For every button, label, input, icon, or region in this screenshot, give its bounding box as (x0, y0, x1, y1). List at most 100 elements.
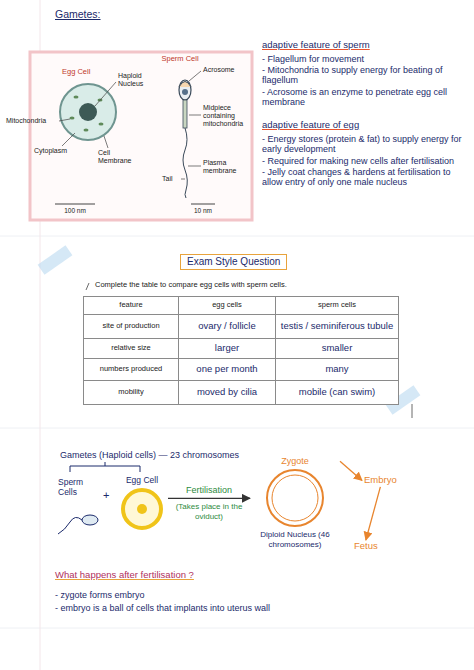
table-answer: testis / seminiferous tubule (281, 321, 393, 331)
margin-mark (86, 283, 89, 290)
table-cell: relative size (83, 338, 179, 359)
edge-label: Fertilisation (186, 485, 232, 495)
bullet-note: - embryo is a ball of cells that implant… (55, 603, 455, 613)
egg-cell-drawing (84, 129, 89, 132)
table-answer: moved by cilia (197, 387, 257, 397)
plus-sign: + (103, 489, 115, 502)
question-text: Complete the table to compare egg cells … (95, 281, 415, 290)
bullet-note: - Energy stores (protein & fat) to suppl… (262, 134, 467, 155)
zygote-drawing (250, 466, 340, 530)
margin-mark (412, 404, 413, 418)
part-label: Cell Membrane (98, 149, 136, 165)
sperm-cell-drawing (179, 80, 191, 100)
sperm-cell-drawing (179, 80, 191, 198)
notebook-lines (0, 236, 474, 237)
table-cell: feature (83, 296, 179, 315)
table-cell: egg cells (178, 296, 276, 315)
egg-cell-drawing (79, 103, 97, 121)
egg-nucleus (137, 504, 147, 514)
stage-label: Fetus (352, 540, 380, 553)
sperm-cell-drawing (183, 100, 187, 128)
photo-frame (30, 52, 252, 220)
egg-outline (123, 490, 161, 528)
part-label: Haploid Nucleus (118, 72, 152, 88)
part-label: Midpiece containing mitochondria (203, 104, 249, 128)
leader-line (104, 136, 108, 148)
page-heading: Gametes: (55, 8, 101, 20)
scale-bar (191, 204, 215, 205)
node-title: Zygote (250, 456, 340, 466)
table-cell: smaller (275, 338, 399, 359)
table-header-text: relative size (111, 344, 151, 352)
table-cell: testis / seminiferous tubule (275, 314, 399, 339)
table-header-text: sperm cells (318, 301, 356, 309)
section-heading: What happens after fertilisation ? (55, 570, 255, 581)
zygote-membrane (272, 475, 318, 521)
bullet-note: - Jelly coat changes & hardens at fertil… (262, 167, 467, 188)
table-cell: numbers produced (83, 358, 179, 381)
figure-heading: Egg Cell (62, 68, 102, 77)
sperm-drawing-small (82, 515, 98, 525)
table-cell: one per month (178, 358, 276, 381)
leader-line (188, 166, 201, 167)
table-answer: one per month (196, 364, 257, 374)
bullet-note: - Acrosome is an enzyme to penetrate egg… (262, 87, 467, 108)
table-header-text: egg cells (212, 301, 242, 309)
table-answer: many (325, 364, 348, 374)
node-title: Fetus (354, 541, 378, 552)
table-cell: mobile (can swim) (275, 380, 399, 405)
table-cell: larger (178, 338, 276, 359)
table-header-text: numbers produced (100, 365, 163, 373)
sperm-drawing-small (58, 515, 98, 534)
egg-cell-drawing (60, 84, 116, 140)
part-label: Cytoplasm (34, 147, 80, 155)
part-label: Acrosome (203, 66, 249, 74)
table-header-text: feature (119, 301, 142, 309)
zygote-outline (267, 470, 323, 526)
notebook-lines (0, 428, 474, 429)
table-header-text: site of production (102, 322, 159, 330)
sperm-cell-drawing (182, 89, 188, 95)
bracket (70, 462, 140, 472)
leader-line (59, 71, 201, 179)
part-label: Sperm Cells (58, 478, 100, 498)
bullet-note: - Flagellum for movement (262, 54, 467, 64)
bullet-note: - zygote forms embryo (55, 590, 455, 600)
bullet-note: - Mitochondria to supply energy for beat… (262, 65, 467, 86)
heading-box: Exam Style Question (180, 254, 287, 270)
egg-drawing (117, 486, 167, 532)
scale-label: 100 nm (52, 207, 98, 214)
table-cell: many (275, 358, 399, 381)
part-label: Mitochondria (6, 117, 59, 125)
photo-frame (30, 52, 252, 220)
bracket (70, 462, 140, 472)
node-title: Embryo (364, 475, 397, 486)
node-title: Exam Style Question (187, 256, 280, 268)
table-header-text: mobility (118, 388, 143, 396)
table-cell: site of production (83, 314, 179, 339)
egg-cell-drawing (74, 96, 79, 99)
leader-line (59, 119, 70, 121)
notebook-lines (0, 628, 474, 629)
stage-label: Embryo (362, 474, 399, 487)
part-label: Plasma membrane (203, 159, 249, 175)
sperm-cell-drawing (179, 82, 191, 88)
arrow-connector (168, 498, 250, 499)
node-title: Egg Cell (116, 476, 168, 486)
bullet-note: - Required for making new cells after fe… (262, 156, 467, 166)
leader-line (62, 133, 75, 146)
table-answer: mobile (can swim) (299, 387, 376, 397)
part-label: Tail (162, 175, 181, 183)
arrow-connector (340, 461, 362, 480)
table-cell: ovary / follicle (178, 314, 276, 339)
leader-line (95, 82, 116, 106)
leader-line (189, 115, 201, 116)
scale-bar (55, 204, 215, 205)
table-answer: ovary / follicle (198, 321, 256, 331)
table-cell: mobility (83, 380, 179, 405)
zygote-node: ZygoteDiploid Nucleus (46 chromosomes) (250, 456, 340, 549)
washi-tape (38, 245, 421, 414)
scale-bar (55, 204, 95, 205)
egg-cell-drawing (99, 123, 104, 126)
